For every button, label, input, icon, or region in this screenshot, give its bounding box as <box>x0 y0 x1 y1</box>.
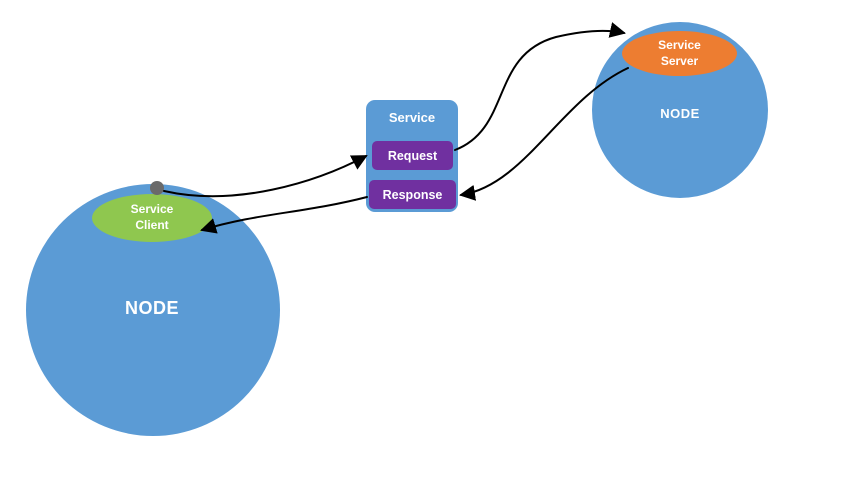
service-client-label-line2: Client <box>135 218 169 232</box>
service-client-ellipse: Service Client <box>92 194 212 242</box>
service-server-label-line2: Server <box>660 53 699 68</box>
connection-dot <box>150 181 164 195</box>
response-label: Response <box>382 187 443 202</box>
response-box: Response <box>369 180 456 209</box>
right-node-label: NODE <box>660 106 700 121</box>
service-server-label-line1: Service <box>658 37 701 52</box>
request-label: Request <box>387 148 438 163</box>
service-server-ellipse: Service Server <box>622 31 737 76</box>
service-panel-title: Service <box>388 110 436 125</box>
request-box: Request <box>372 141 453 170</box>
service-client-label-line1: Service <box>130 202 174 217</box>
left-node-label: NODE <box>124 298 179 318</box>
